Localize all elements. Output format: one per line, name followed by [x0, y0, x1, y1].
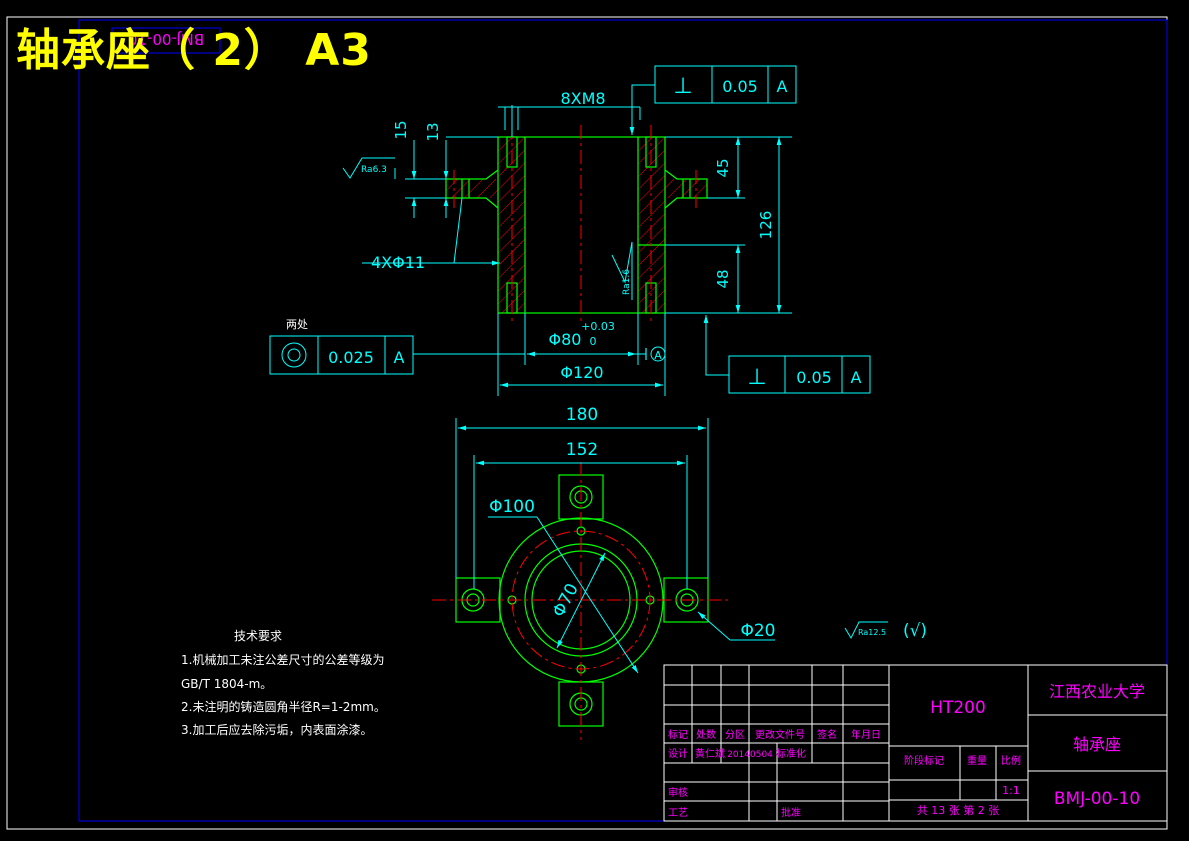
technical-notes: 技术要求 1.机械加工未注公差尺寸的公差等级为 GB/T 1804-m。 2.未… — [181, 629, 386, 737]
dim-bore-tol-upper: +0.03 — [581, 320, 615, 333]
process-label: 工艺 — [668, 807, 688, 819]
tol-concentric-datum: A — [394, 348, 405, 367]
roughness-bore: Ra1.6 — [622, 269, 632, 295]
material: HT200 — [930, 698, 986, 718]
hdr-zone: 分区 — [725, 729, 745, 741]
perpendicular-icon: ⊥ — [673, 74, 692, 99]
datum-marker: A — [654, 349, 662, 362]
roughness-top: Ra6.3 — [361, 165, 387, 175]
dim-126: 126 — [757, 211, 775, 240]
drawing-number: BMJ-00-10 — [1054, 789, 1140, 809]
hdr-date: 年月日 — [851, 728, 881, 741]
inner-frame — [78, 19, 1168, 822]
row-design-std: 标准化 — [776, 747, 806, 760]
dim-bore-tol-lower: 0 — [590, 335, 597, 348]
dim-48: 48 — [714, 269, 732, 288]
dim-outer: Φ120 — [560, 363, 603, 382]
roughness-general: Ra12.5 — [858, 628, 886, 637]
dim-180: 180 — [566, 405, 598, 425]
hdr-change-doc: 更改文件号 — [755, 728, 805, 741]
scale-value: 1:1 — [1002, 784, 1020, 797]
tol-top-value: 0.05 — [722, 77, 758, 96]
notes-title: 技术要求 — [234, 629, 282, 643]
notes-line-3: 2.未注明的铸造圆角半径R=1-2mm。 — [181, 699, 386, 714]
thread-callout: 8XM8 — [560, 89, 605, 108]
concentricity-icon — [281, 342, 307, 368]
row-design-name: 黄仁斌 — [695, 747, 725, 760]
dim-45: 45 — [714, 158, 732, 177]
roughness-symbol-general — [844, 621, 888, 640]
tol-concentric-value: 0.025 — [328, 348, 374, 367]
dim-13: 13 — [424, 122, 442, 141]
tol-frame-bottom: ⊥ 0.05 A — [728, 355, 871, 394]
right-flange-hatch — [665, 179, 707, 198]
weight-label: 重量 — [967, 754, 987, 767]
top-view: 180 152 Φ100 Φ70 Φ20 Ra12.5 (√) — [432, 405, 927, 740]
dim-100: Φ100 — [489, 497, 535, 517]
roughness-rest: (√) — [903, 621, 927, 641]
hdr-mark: 标记 — [668, 729, 688, 741]
sheet-info: 共 13 张 第 2 张 — [917, 803, 999, 817]
sheet-title: 轴承座（ 2） A3 — [16, 25, 372, 76]
tol-bottom-value: 0.05 — [796, 368, 832, 387]
row-design-date: 20140504 — [727, 750, 773, 760]
notes-line-1: 1.机械加工未注公差尺寸的公差等级为 — [181, 652, 384, 667]
hole-callout: 4XΦ11 — [371, 253, 425, 272]
scale-label: 比例 — [1001, 754, 1021, 767]
dim-15: 15 — [392, 120, 410, 139]
perpendicular-icon-2: ⊥ — [747, 365, 766, 390]
tol-frame-concentric: 两处 0.025 A — [269, 318, 414, 375]
stage-mark: 阶段标记 — [904, 754, 944, 767]
tol-top-datum: A — [777, 77, 788, 96]
datum-circle — [650, 346, 666, 362]
title-block: HT200 江西农业大学 轴承座 BMJ-00-10 标记 处数 分区 更改文件… — [663, 664, 1168, 822]
roughness-symbol-bore — [611, 241, 633, 300]
hdr-sign: 签名 — [817, 728, 837, 741]
mirrored-tag: BMJ-00-10 — [128, 30, 204, 48]
approve-label: 批准 — [781, 806, 801, 819]
roughness-symbol-top — [342, 157, 396, 179]
dim-152: 152 — [566, 440, 598, 460]
tol-bottom-datum: A — [851, 368, 862, 387]
review-label: 审核 — [668, 786, 688, 799]
dim-bore: Φ80 — [549, 330, 582, 349]
dim-20: Φ20 — [740, 621, 775, 641]
hdr-count: 处数 — [696, 728, 716, 741]
part-name: 轴承座 — [1073, 735, 1121, 754]
tol-concentric-label: 两处 — [286, 318, 308, 331]
row-design-label: 设计 — [668, 747, 688, 760]
notes-line-4: 3.加工后应去除污垢，内表面涂漆。 — [181, 722, 372, 737]
tol-frame-top: ⊥ 0.05 A — [654, 65, 797, 104]
mirrored-tag-box — [111, 27, 221, 54]
notes-line-2: GB/T 1804-m。 — [181, 677, 272, 691]
school-name: 江西农业大学 — [1049, 682, 1145, 701]
front-view: 8XM8 4XΦ11 15 13 45 48 126 Φ80 +0.03 0 Φ… — [269, 65, 871, 396]
left-flange-hatch — [446, 179, 498, 198]
